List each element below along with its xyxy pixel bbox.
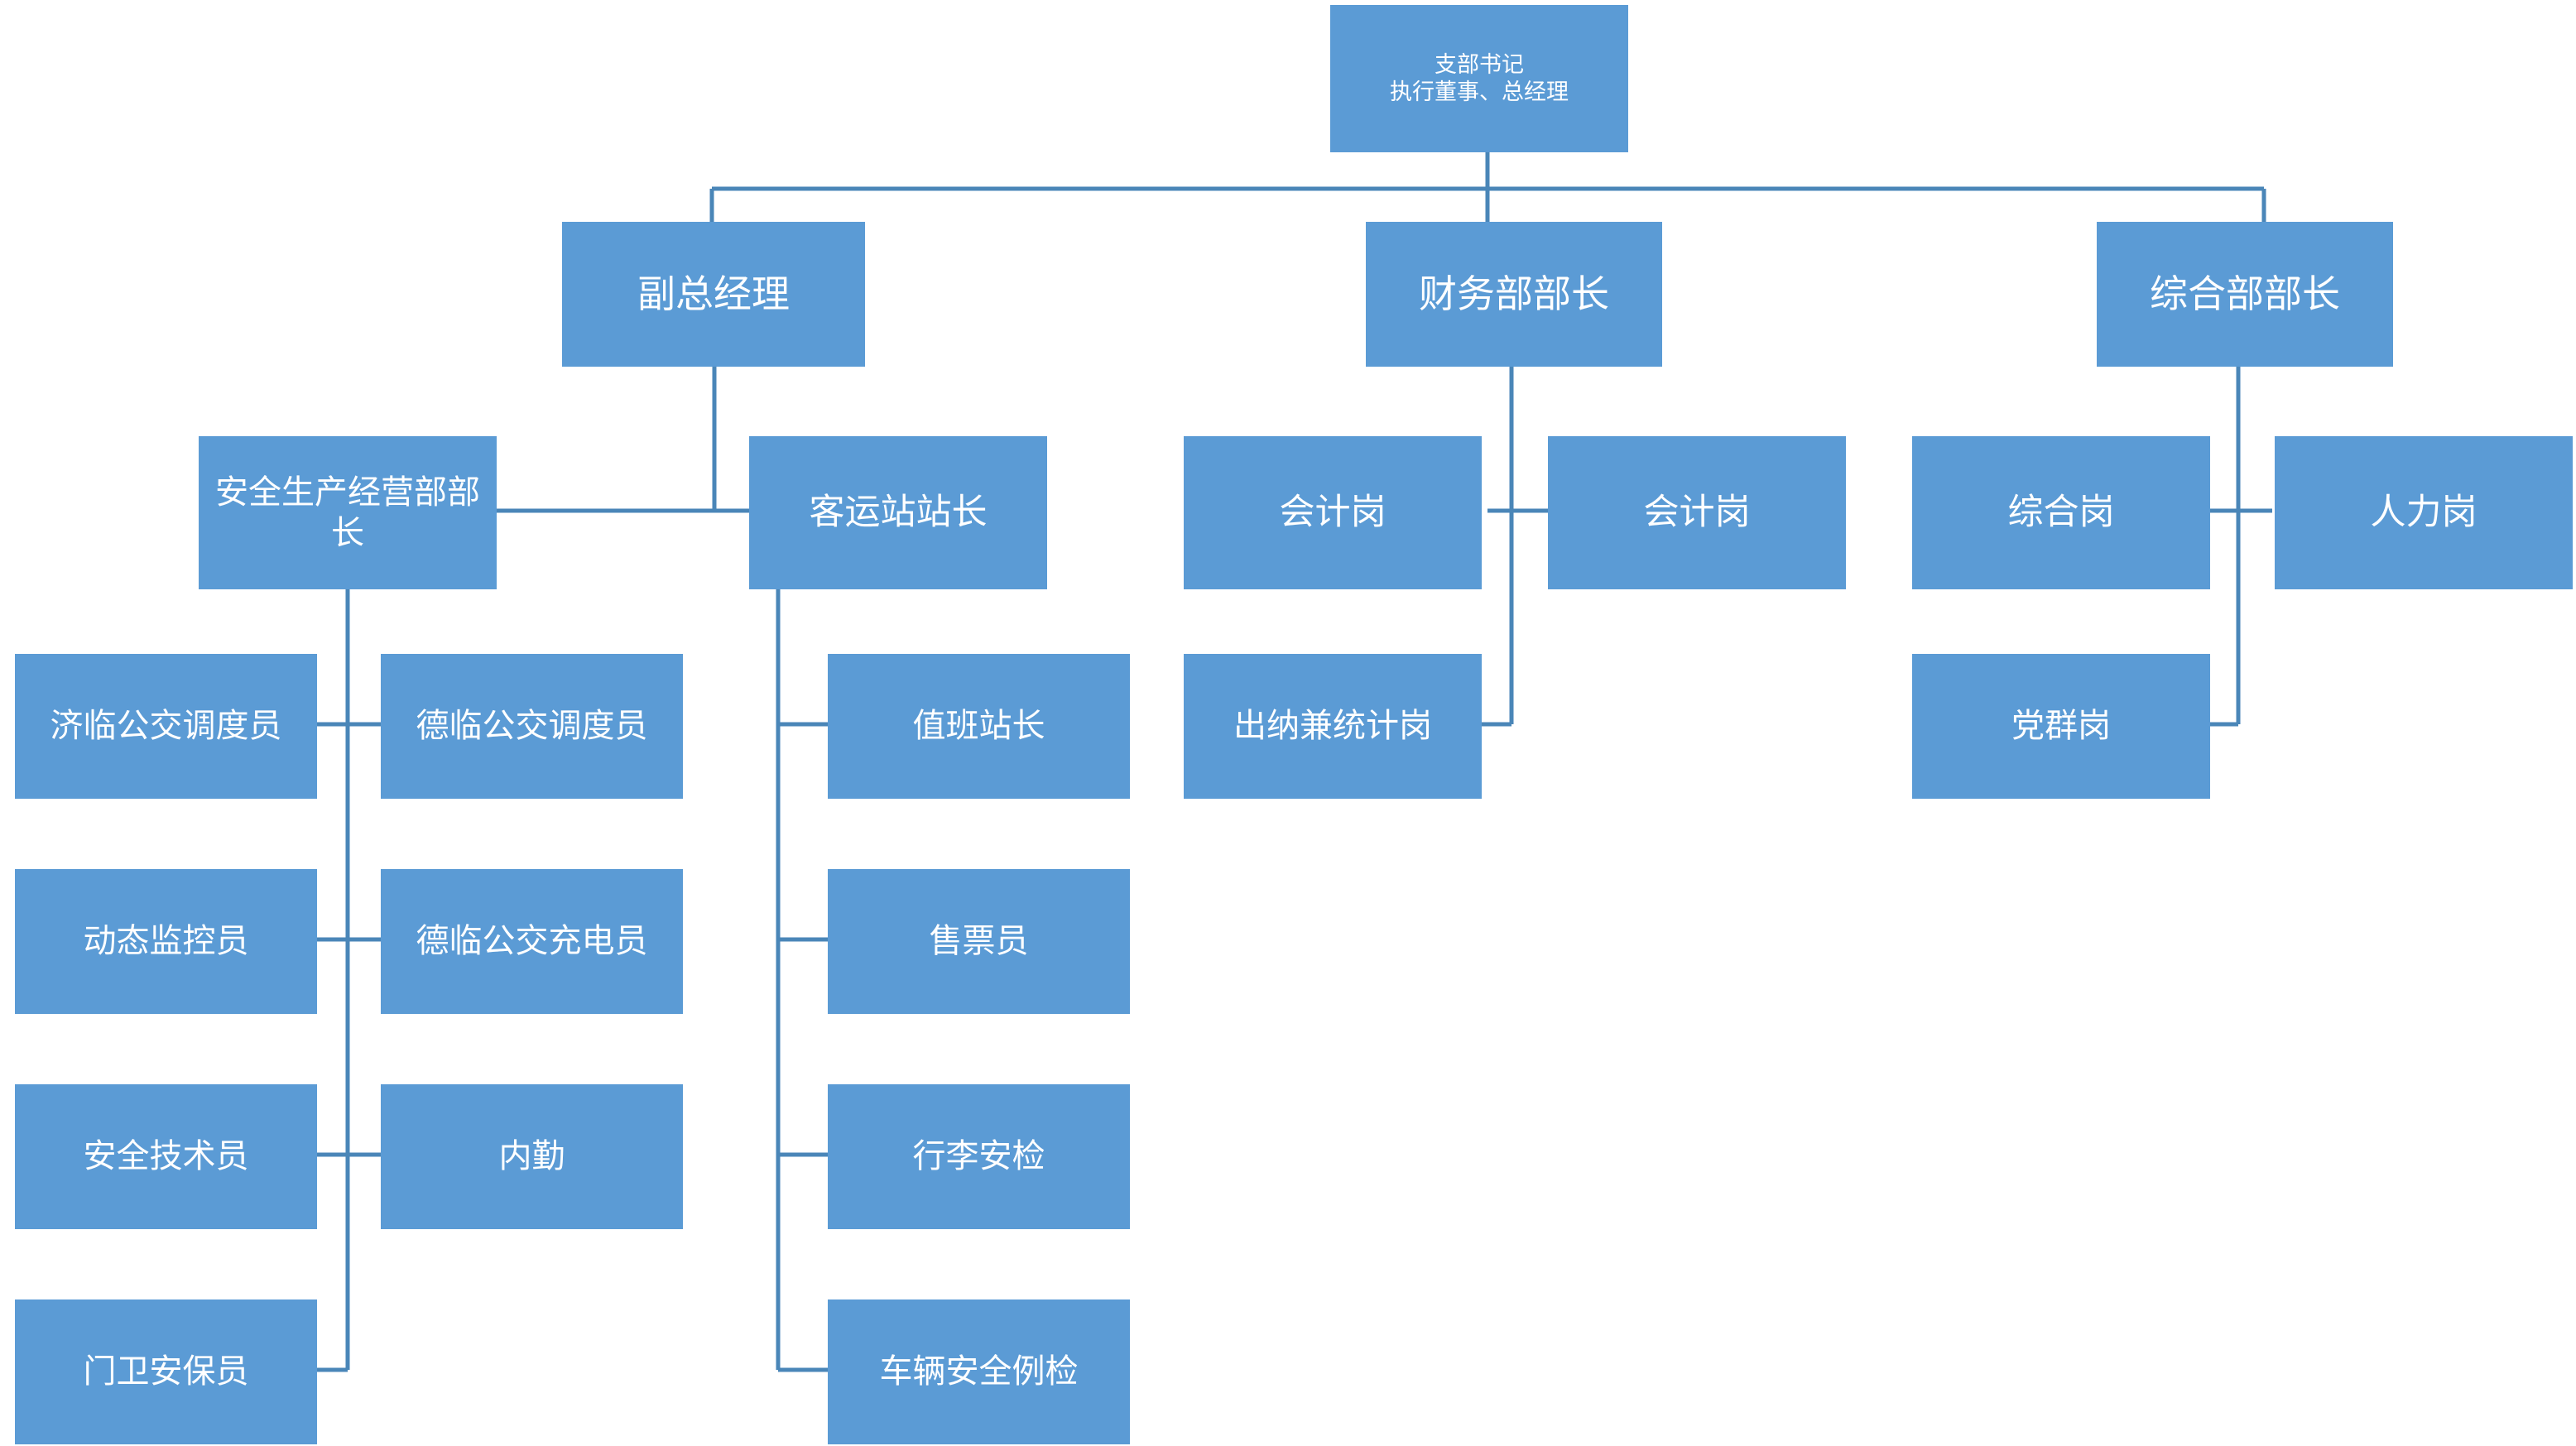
node-dynamic-monitoring-officer[interactable]: 动态监控员 (15, 869, 317, 1014)
node-jilin-bus-dispatcher[interactable]: 济临公交调度员 (15, 654, 317, 799)
node-general-affairs-post[interactable]: 综合岗 (1912, 436, 2210, 589)
node-human-resources-post[interactable]: 人力岗 (2275, 436, 2573, 589)
node-duty-station-chief[interactable]: 值班站长 (828, 654, 1130, 799)
node-passenger-station-chief[interactable]: 客运站站长 (749, 436, 1047, 589)
node-accountant-post-2[interactable]: 会计岗 (1548, 436, 1846, 589)
node-vice-general-manager[interactable]: 副总经理 (562, 222, 865, 367)
node-safety-production-department-head[interactable]: 安全生产经营部部长 (199, 436, 497, 589)
node-ticket-seller[interactable]: 售票员 (828, 869, 1130, 1014)
node-general-department-head[interactable]: 综合部部长 (2097, 222, 2393, 367)
node-delin-bus-dispatcher[interactable]: 德临公交调度员 (381, 654, 683, 799)
node-baggage-security-check[interactable]: 行李安检 (828, 1084, 1130, 1229)
node-accountant-post-1[interactable]: 会计岗 (1184, 436, 1482, 589)
node-gate-security-guard[interactable]: 门卫安保员 (15, 1299, 317, 1444)
node-party-mass-work-post[interactable]: 党群岗 (1912, 654, 2210, 799)
node-finance-department-head[interactable]: 财务部部长 (1366, 222, 1662, 367)
node-delin-bus-charging-operator[interactable]: 德临公交充电员 (381, 869, 683, 1014)
node-root-branch-secretary[interactable]: 支部书记 执行董事、总经理 (1330, 5, 1628, 152)
node-vehicle-safety-inspection[interactable]: 车辆安全例检 (828, 1299, 1130, 1444)
node-office-clerk[interactable]: 内勤 (381, 1084, 683, 1229)
node-safety-technician[interactable]: 安全技术员 (15, 1084, 317, 1229)
node-cashier-and-statistician-post[interactable]: 出纳兼统计岗 (1184, 654, 1482, 799)
